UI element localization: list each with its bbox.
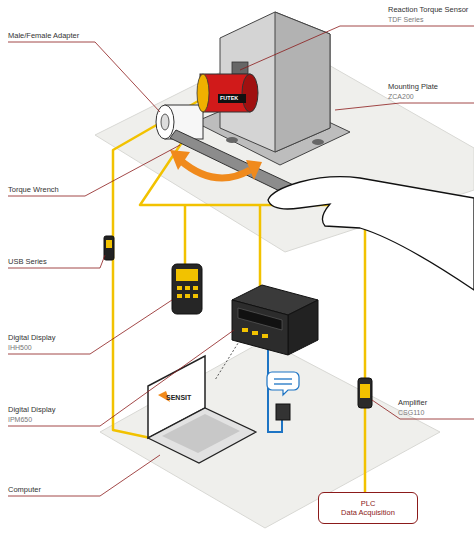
key xyxy=(193,286,198,290)
key xyxy=(242,328,248,332)
adapter-ring xyxy=(197,74,209,112)
amplifier-label xyxy=(360,384,370,398)
key xyxy=(193,294,198,298)
part-label: Mounting Plate xyxy=(388,82,438,91)
sensor-tag xyxy=(218,94,246,103)
leader-line xyxy=(8,330,234,426)
leader-line xyxy=(335,103,474,110)
connector xyxy=(232,62,248,74)
bubble-line xyxy=(274,378,292,379)
plc-cable xyxy=(364,408,367,492)
handheld-screen xyxy=(176,269,198,281)
dotted-link xyxy=(215,340,240,380)
part-label: Digital Display xyxy=(8,333,56,342)
model-number: IHH500 xyxy=(8,343,32,352)
brand-logo: SENSIT xyxy=(166,394,191,402)
arrow-head xyxy=(170,150,190,170)
model-number: CSG110 xyxy=(398,408,424,417)
panel-meter xyxy=(232,300,288,355)
handheld-cable xyxy=(184,205,187,265)
leader-line xyxy=(8,255,105,268)
key xyxy=(177,294,182,298)
model-number: TDF Series xyxy=(388,15,423,24)
part-label: Male/Female Adapter xyxy=(8,31,79,40)
key xyxy=(177,286,182,290)
leader-line xyxy=(8,42,160,112)
laptop-base xyxy=(148,408,256,463)
plc-box: PLCData Acquisition xyxy=(318,492,418,524)
model-number: IPM650 xyxy=(8,415,32,424)
usb-label xyxy=(106,240,112,248)
rotation-arrow xyxy=(180,160,250,178)
bubble-line xyxy=(274,383,292,384)
leader-line xyxy=(240,26,474,70)
part-label: Reaction Torque Sensor xyxy=(388,5,468,14)
leader-lines xyxy=(8,26,474,496)
analog-device xyxy=(276,404,290,420)
node-text: Data Acquisition xyxy=(341,508,395,517)
signal-bubble xyxy=(267,372,299,395)
leader-line xyxy=(8,300,172,354)
node-text: PLC xyxy=(361,499,376,508)
bolt-hole xyxy=(312,139,324,145)
panel-side xyxy=(288,300,318,355)
hand xyxy=(268,177,474,290)
bolt-hole xyxy=(226,137,238,143)
part-label: Torque Wrench xyxy=(8,185,59,194)
panel-meter-cable xyxy=(259,205,262,295)
key xyxy=(185,286,190,290)
part-label: Computer xyxy=(8,485,41,494)
panel-keys xyxy=(242,328,268,338)
adapter-socket xyxy=(161,114,169,130)
panel-screen xyxy=(238,308,282,330)
leader-line xyxy=(8,455,160,496)
leader-line xyxy=(8,145,180,196)
amplifier xyxy=(358,378,372,408)
part-label: Amplifier xyxy=(398,398,427,407)
key xyxy=(252,331,258,335)
arrow-head xyxy=(246,160,262,180)
bottom-platform xyxy=(100,340,440,528)
handheld-keys xyxy=(177,286,198,298)
handheld-display xyxy=(172,264,202,314)
key xyxy=(185,294,190,298)
cable-group xyxy=(113,100,365,492)
keyboard xyxy=(162,414,240,453)
torque-wrench xyxy=(170,130,300,198)
model-number: ZCA200 xyxy=(388,92,414,101)
sensor-end xyxy=(242,74,258,112)
part-label: FUTEK xyxy=(220,95,238,102)
usb-device xyxy=(104,236,114,260)
plate-side xyxy=(275,12,330,152)
part-label: USB Series xyxy=(8,257,47,266)
key xyxy=(262,334,268,338)
part-label: Digital Display xyxy=(8,405,56,414)
